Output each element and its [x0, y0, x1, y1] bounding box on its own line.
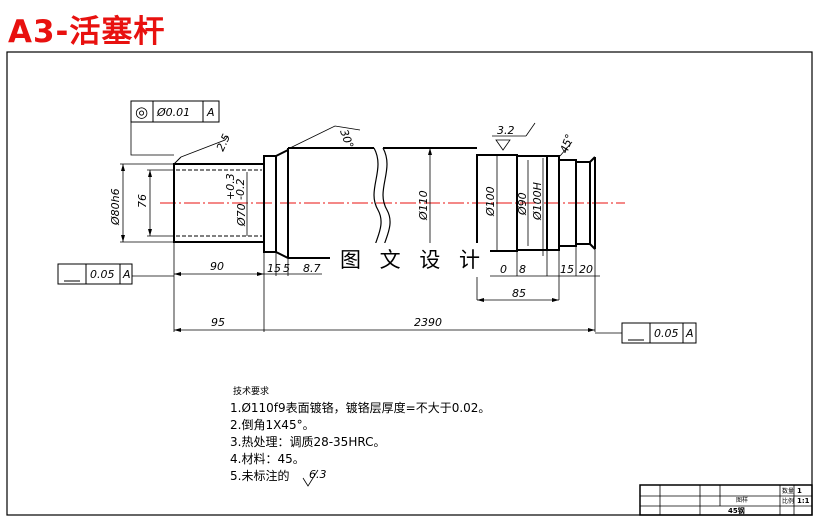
title-block-ratio-value: 1:1	[797, 497, 810, 505]
dim-8: 8	[519, 263, 526, 276]
tolerance-datum-top: A	[206, 106, 215, 119]
tech-requirement-item: 3.热处理：调质28-35HRC。	[230, 435, 385, 449]
tech-requirements-heading: 技术要求	[233, 385, 269, 397]
dim-15-right: 15	[560, 263, 574, 276]
dim-d100h: Ø100H	[531, 182, 544, 221]
dim-15: 15	[267, 262, 281, 275]
dim-tol-upper: +0.3	[224, 173, 237, 200]
dim-90: 90	[210, 260, 224, 273]
dim-85: 85	[512, 287, 526, 300]
title-block-center-label: 图样	[736, 496, 748, 504]
drawing-border	[6, 51, 813, 516]
tolerance-frame-right: 0.05 A	[621, 322, 697, 344]
title-block-count-value: 1	[797, 487, 802, 495]
tolerance-frame-top: ◎ Ø0.01 A	[130, 100, 220, 123]
dim-d70: Ø70	[235, 203, 248, 227]
dim-d80h6: Ø80h6	[109, 188, 122, 226]
dim-5: 5	[283, 262, 290, 275]
dim-d90: Ø90	[516, 192, 529, 216]
tech-requirements: 技术要求 1.Ø110f9表面镀铬，镀铬层厚度=不大于0.02。 2.倒角1X4…	[230, 385, 490, 487]
tolerance-value-top: Ø0.01	[156, 106, 190, 119]
tech-requirement-item: 1.Ø110f9表面镀铬，镀铬层厚度=不大于0.02。	[230, 400, 490, 415]
dim-20: 20	[579, 263, 593, 276]
title-block-count-label: 数量	[782, 487, 794, 495]
title-block-material: 45钢	[728, 506, 745, 515]
tolerance-datum-left: A	[122, 268, 131, 281]
dim-tol-lower: -0.2	[234, 179, 247, 200]
tolerance-value-right: 0.05	[654, 327, 679, 340]
dim-d100: Ø100	[484, 186, 497, 217]
dim-chamfer-45: 45°	[558, 132, 577, 155]
title-block	[639, 484, 813, 516]
watermark-bg	[330, 243, 490, 277]
tolerance-value-left: 0.05	[90, 268, 115, 281]
dim-0: 0	[500, 263, 507, 276]
dim-d110: Ø110	[417, 190, 430, 221]
tech-requirement-item: 5.未标注的	[230, 468, 289, 483]
tech-requirement-item: 2.倒角1X45°。	[230, 418, 315, 432]
arrowheads	[121, 148, 595, 332]
dim-roughness-3-2: 3.2	[497, 124, 515, 137]
dim-2390: 2390	[414, 316, 442, 329]
dim-chamfer-2-5: 2.5	[214, 132, 233, 153]
title-block-ratio-label: 比例	[782, 497, 794, 505]
dim-8-7: 8.7	[303, 262, 321, 275]
roughness-symbol-icon	[302, 469, 319, 487]
dim-95: 95	[211, 316, 225, 329]
tech-requirement-item: 4.材料：45。	[230, 452, 305, 466]
dim-76: 76	[136, 194, 149, 208]
roughness-symbol-value: 6.3	[309, 468, 327, 481]
watermark: 图 文 设 计	[340, 248, 486, 272]
tolerance-datum-right: A	[685, 327, 694, 340]
dim-angle-30: 30°	[337, 128, 356, 151]
tolerance-frame-left: 0.05 A	[57, 263, 133, 285]
tolerance-symbol-concentricity: ◎	[135, 103, 148, 121]
page-title: A3-活塞杆	[8, 14, 166, 50]
